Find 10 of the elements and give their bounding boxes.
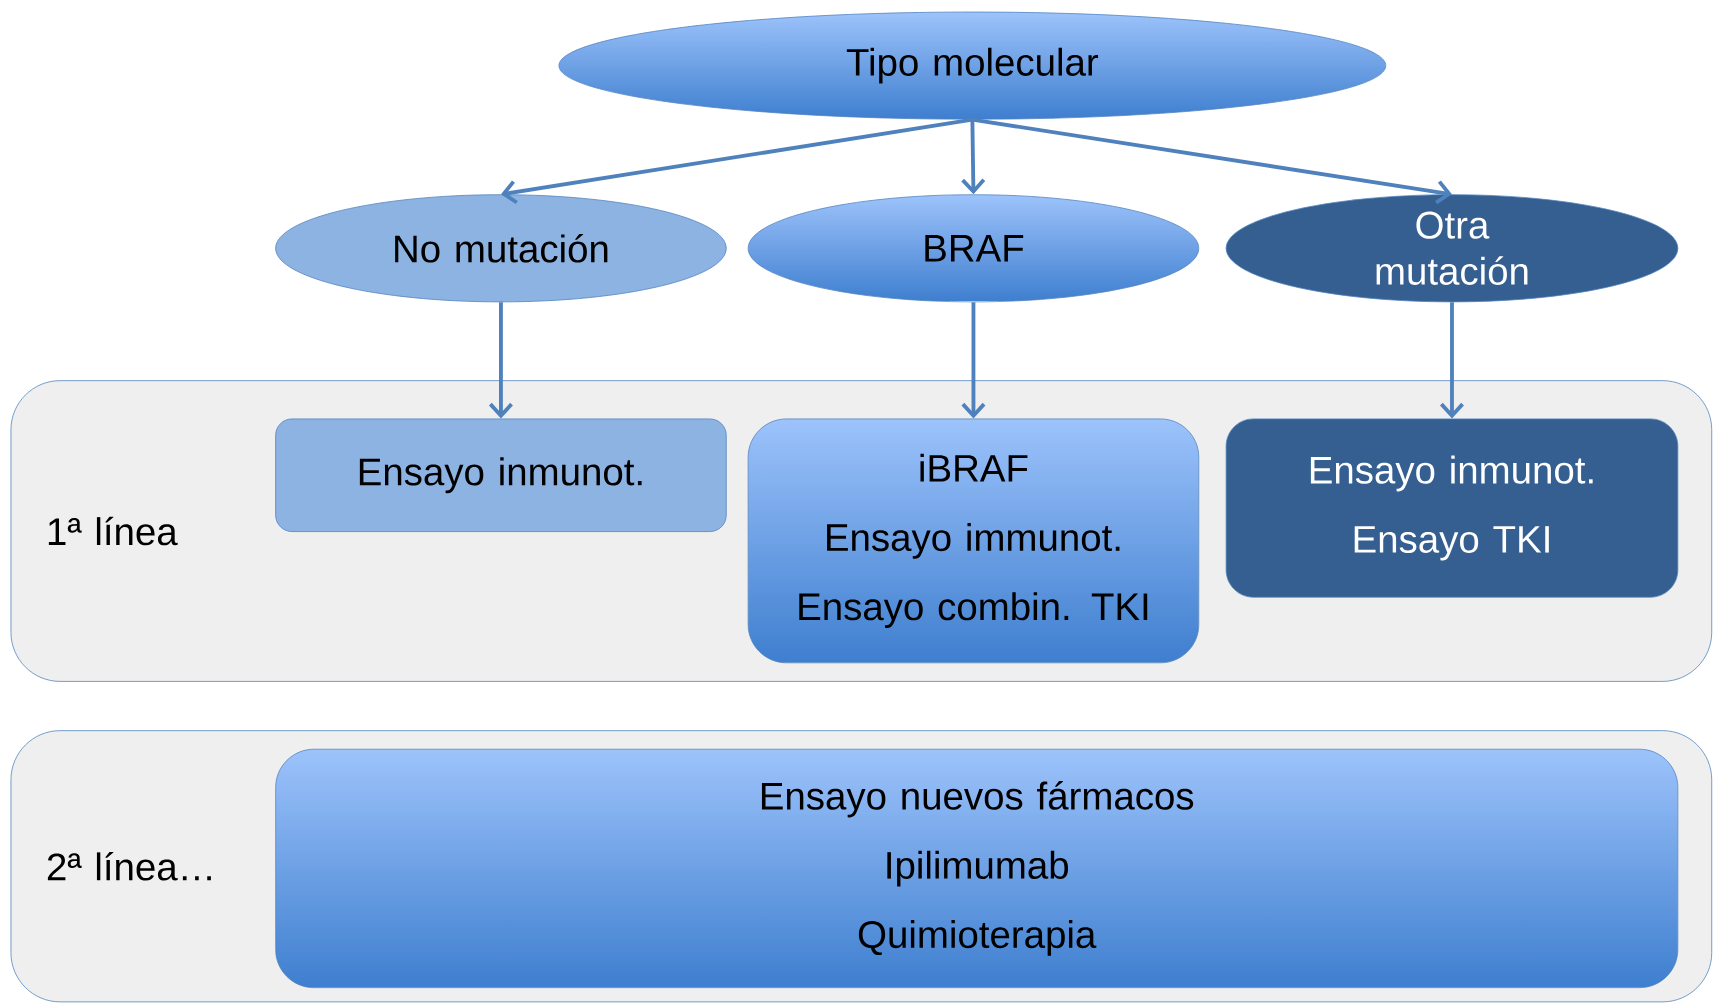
treatment-box: Ensayo nuevos fármacos Ipilimumab Quimioterapia [275, 748, 1679, 989]
arrow [972, 117, 1452, 205]
arrow [961, 302, 986, 419]
treatment-box: Ensayo inmunot. [275, 418, 727, 532]
arrow [488, 302, 513, 419]
treatment-box: Ensayo inmunot. Ensayo TKI [1225, 418, 1679, 598]
treatment-box: iBRAF Ensayo immunot. Ensayo combin. TKI [747, 418, 1200, 664]
arrow [961, 119, 986, 195]
arrow [500, 117, 973, 205]
arrow [1440, 302, 1464, 419]
